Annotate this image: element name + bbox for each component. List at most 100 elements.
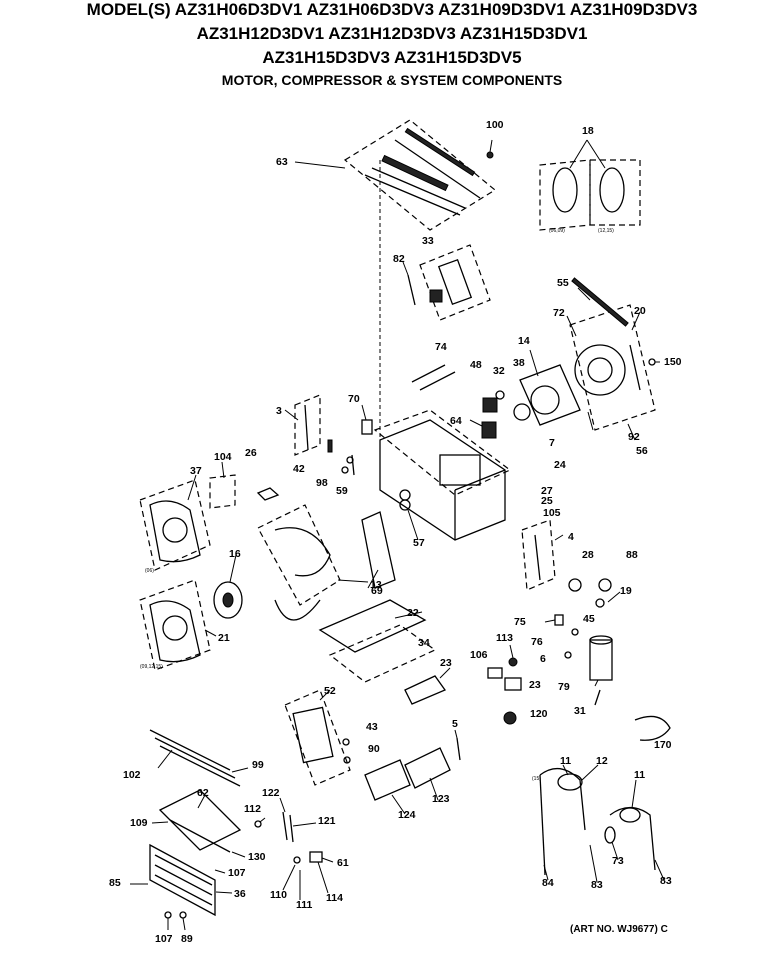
part-number-label: 102 xyxy=(123,769,141,781)
part-number-label: 18 xyxy=(582,125,594,137)
part-number-label: 34 xyxy=(418,637,430,649)
part-number-label: 85 xyxy=(109,877,121,889)
part-number-label: 110 xyxy=(270,889,287,901)
part-number-label: 83 xyxy=(660,875,672,887)
art-number: (ART NO. WJ9677) C xyxy=(570,924,668,935)
part-number-label: 70 xyxy=(348,393,360,405)
part-number-label: 63 xyxy=(276,156,288,168)
part-number-label: 42 xyxy=(293,463,305,475)
leader-lines xyxy=(130,161,665,931)
part-number-label: 24 xyxy=(554,459,566,471)
part-number-label: 28 xyxy=(582,549,594,561)
model-list-line-2: AZ31H12D3DV1 AZ31H12D3DV3 AZ31H15D3DV1 xyxy=(196,24,588,43)
part-number-label: 121 xyxy=(318,815,336,827)
part-number-label: 123 xyxy=(432,793,450,805)
part-number-label: 89 xyxy=(181,933,193,945)
part-number-label: 170 xyxy=(654,739,672,751)
part-number-label: 90 xyxy=(368,743,380,755)
part-number-label: 113 xyxy=(496,632,513,644)
part-33-panel xyxy=(419,244,491,321)
part-number-label: 5 xyxy=(452,718,458,730)
part-number-label: 12 xyxy=(596,755,608,767)
part-number-label: 75 xyxy=(514,616,526,628)
part-number-label: 13 xyxy=(370,579,382,591)
parts-75-45-76-6 xyxy=(554,614,579,659)
part-number-label: 114 xyxy=(326,892,343,904)
part-64 xyxy=(481,421,497,439)
part-104 xyxy=(209,474,236,509)
part-number-label: 112 xyxy=(244,803,261,815)
part-number-label: 45 xyxy=(583,613,595,625)
part-70 xyxy=(361,419,373,435)
part-14-fan-motor xyxy=(495,364,581,426)
part-number-label: 22 xyxy=(407,607,419,619)
part-13-scroll xyxy=(257,504,341,621)
note-06: (06) xyxy=(145,568,154,574)
part-82-screw xyxy=(402,261,416,306)
part-number-label: 11 xyxy=(560,755,571,767)
part-number-label: 19 xyxy=(620,585,632,597)
part-57 xyxy=(399,499,411,511)
parts-123-124 xyxy=(364,747,451,801)
part-number-label: 72 xyxy=(553,307,565,319)
part-number-label: 23 xyxy=(440,657,452,669)
part-number-label: 69 xyxy=(371,585,383,597)
parts-22-34-23 xyxy=(318,599,447,705)
part-number-label: 120 xyxy=(530,708,548,720)
part-number-label: 104 xyxy=(214,451,232,463)
part-5 xyxy=(456,737,461,761)
part-number-label: 105 xyxy=(543,507,561,519)
parts-107-89 xyxy=(164,911,187,919)
part-number-label: 32 xyxy=(493,365,505,377)
part-number-label: 98 xyxy=(316,477,328,489)
part-48 xyxy=(482,397,498,413)
part-number-label: 3 xyxy=(276,405,282,417)
part-number-label: 106 xyxy=(470,649,488,661)
diagram-subtitle: MOTOR, COMPRESSOR & SYSTEM COMPONENTS xyxy=(221,72,563,88)
part-4-bracket xyxy=(521,519,556,591)
part-18-compressors xyxy=(539,139,641,231)
part-52-cover xyxy=(284,689,351,786)
part-number-label: 64 xyxy=(450,415,462,427)
part-74-rails xyxy=(411,364,456,391)
part-number-label: 99 xyxy=(252,759,264,771)
parts-42-98-59 xyxy=(327,439,355,476)
part-number-label: 84 xyxy=(542,877,554,889)
part-number-label: 130 xyxy=(248,851,266,863)
part-number-label: 73 xyxy=(612,855,624,867)
part-26 xyxy=(256,487,280,501)
part-number-label: 36 xyxy=(234,888,246,900)
part-number-label: 48 xyxy=(470,359,482,371)
compressor-model-note: (12,15) xyxy=(598,228,614,234)
note-09-12-15: (09,12,15) xyxy=(140,664,163,670)
parts-43-90 xyxy=(342,738,351,764)
part-16-blower-wheel xyxy=(213,581,243,619)
parts-62-109 xyxy=(158,789,242,853)
parts-28-88-19 xyxy=(568,578,612,608)
part-number-label: 16 xyxy=(229,548,241,560)
part-number-label: 79 xyxy=(558,681,570,693)
note-15: (15) xyxy=(532,776,541,782)
part-number-label: 62 xyxy=(197,787,209,799)
refrigerant-tubing: (15) xyxy=(532,768,656,876)
part-20-shroud xyxy=(569,277,656,431)
part-21-housing: (09,12,15) xyxy=(139,579,211,671)
part-number-label: 23 xyxy=(529,679,541,691)
part-number-label: 92 xyxy=(628,431,640,443)
parts-112-122-121 xyxy=(254,811,294,843)
part-number-label: 122 xyxy=(262,787,280,799)
parts-61-110-111-114 xyxy=(293,851,323,864)
part-100 xyxy=(486,139,494,159)
part-number-label: 31 xyxy=(574,705,586,717)
part-number-label: 83 xyxy=(591,879,603,891)
part-3-bracket xyxy=(294,394,321,456)
parts-99-102-rails xyxy=(149,729,241,787)
part-number-label: 107 xyxy=(228,867,246,879)
part-37-housing: (06) xyxy=(139,479,211,574)
part-number-label: 56 xyxy=(636,445,648,457)
part-number-label: 150 xyxy=(664,356,682,368)
part-number-label: 82 xyxy=(393,253,405,265)
part-number-label: 6 xyxy=(540,653,546,665)
compressor-model-note: (06,09) xyxy=(549,228,565,234)
